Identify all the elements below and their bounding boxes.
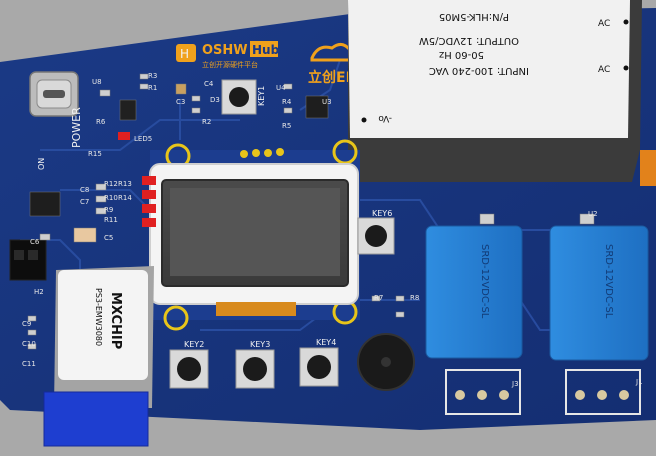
- designator-u3: U3: [322, 98, 332, 106]
- relay-2-model: SRD-12VDC-SL: [603, 244, 614, 319]
- label-power: POWER: [70, 107, 83, 148]
- designator-r9: R9: [104, 206, 113, 214]
- designator-j3: J3: [511, 380, 519, 388]
- designator-u4: U4: [276, 84, 286, 92]
- designator-r7: R7: [374, 294, 383, 302]
- wifi-module-brand: MXCHIP: [108, 292, 123, 349]
- oshwhub-logo: H OSHW Hub 立创开源硬件平台: [176, 41, 280, 69]
- relay-2: SRD-12VDC-SL: [549, 225, 649, 361]
- label-key2: KEY2: [184, 340, 204, 349]
- wifi-module-emw3080: MXCHIP PS3-EMW3080: [43, 266, 154, 447]
- module-line-output: OUTPUT: 12VDC/5W: [419, 35, 519, 46]
- designator-r14: R14: [118, 194, 132, 202]
- designator-c7: C7: [80, 198, 89, 206]
- buzzer: [357, 333, 415, 391]
- designator-r2: R2: [202, 118, 211, 126]
- designator-r11: R11: [104, 216, 118, 224]
- key6-button: [357, 217, 395, 255]
- designator-r3: R3: [148, 72, 157, 80]
- designator-c5: C5: [104, 234, 113, 242]
- module-ac-label-top: AC: [598, 19, 610, 29]
- power-module-hlk-5m05: P/N:HLK-5M05 OUTPUT: 12VDC/5W 50-60 Hz I…: [348, 0, 642, 182]
- designator-r12: R12: [104, 180, 118, 188]
- smd-components: [27, 73, 595, 350]
- designator-r13: R13: [118, 180, 132, 188]
- brand-tagline: 立创开源硬件平台: [202, 60, 258, 69]
- designator-r1: R1: [148, 84, 157, 92]
- designator-c10: C10: [22, 340, 36, 348]
- designator-h2: H2: [34, 288, 44, 296]
- label-key6: KEY6: [372, 209, 392, 218]
- module-side-terminal: [640, 150, 656, 186]
- terminal-block-j3: [445, 369, 521, 415]
- brand-name-prefix: OSHW: [202, 43, 248, 58]
- label-key4: KEY4: [316, 338, 336, 347]
- brand-name-highlight: Hub: [252, 43, 280, 57]
- designator-c4: C4: [204, 80, 214, 88]
- designator-c8: C8: [80, 186, 89, 194]
- module-line-input: INPUT: 100-240 VAC: [429, 65, 529, 76]
- designator-c3: C3: [176, 98, 185, 106]
- brand-name-highlight-bg: [250, 41, 278, 57]
- terminal-block-j1: [565, 369, 641, 415]
- wifi-module-model: PS3-EMW3080: [94, 288, 103, 346]
- key1-button: [221, 79, 257, 115]
- module-line-freq: 50-60 Hz: [439, 49, 484, 60]
- designator-j1: J1: [635, 378, 643, 386]
- relay-1-model: SRD-12VDC-SL: [479, 244, 490, 319]
- designator-r10: R10: [104, 194, 118, 202]
- designator-u2: U2: [588, 210, 598, 218]
- oled-header-pins: [240, 148, 284, 158]
- designator-r15: R15: [88, 150, 102, 158]
- svg-text:H: H: [180, 47, 189, 61]
- designator-r8: R8: [410, 294, 419, 302]
- designator-led5: LED5: [134, 135, 152, 143]
- designator-u8: U8: [92, 78, 102, 86]
- designator-c6: C6: [30, 238, 40, 246]
- designator-r4: R4: [282, 98, 292, 106]
- key3-button: [235, 349, 275, 389]
- label-key1: KEY1: [257, 86, 266, 106]
- designator-r6: R6: [96, 118, 106, 126]
- key4-button: [299, 347, 339, 387]
- status-leds: [118, 132, 156, 227]
- key2-button: [169, 349, 209, 389]
- relay-1: SRD-12VDC-SL: [425, 225, 523, 359]
- module-vo-label: -Vo: [378, 113, 392, 123]
- usb-c-connector: [29, 71, 79, 117]
- module-ac-label-bottom: AC: [598, 65, 610, 75]
- designator-r5: R5: [282, 122, 291, 130]
- oled-display: [149, 139, 360, 331]
- designator-c9: C9: [22, 320, 31, 328]
- power-header: [9, 239, 47, 281]
- silkscreen-designators: U8 R3 R1 R2 U4 C3 C4 R4 R5 R6 U3 D3 C5 R…: [22, 72, 643, 388]
- label-key3: KEY3: [250, 340, 270, 349]
- designator-c11: C11: [22, 360, 36, 368]
- label-on: ON: [37, 158, 46, 170]
- module-line-pn: P/N:HLK-5M05: [439, 11, 509, 22]
- designator-d3: D3: [210, 96, 220, 104]
